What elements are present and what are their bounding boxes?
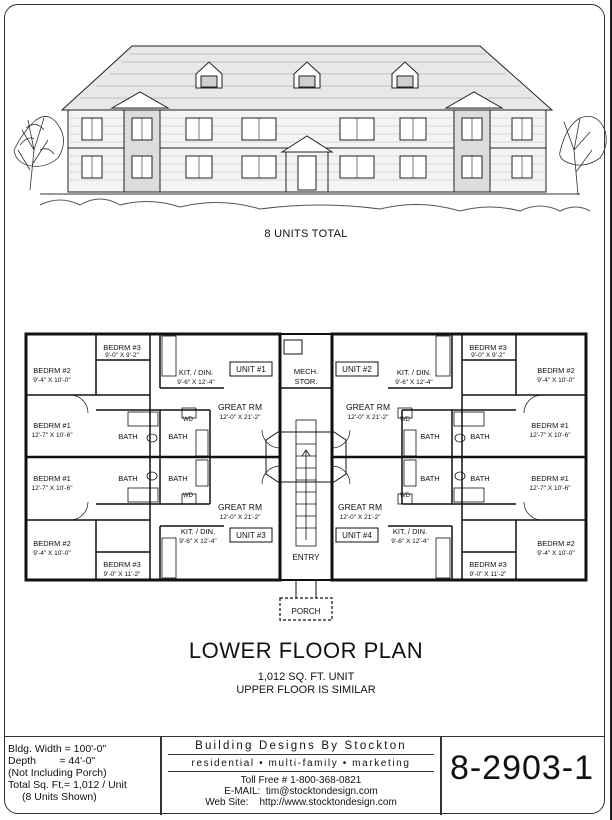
gable-right: [444, 91, 504, 109]
u4-bath-a: BATH: [420, 474, 439, 483]
u1-bedrm3: BEDRM #3: [103, 343, 141, 352]
tree-right: [559, 115, 607, 196]
stor-label: STOR.: [295, 377, 318, 386]
u4-great: GREAT RM: [338, 502, 382, 512]
u4-bath-b: BATH: [470, 474, 489, 483]
unit1-label: UNIT #1: [236, 365, 266, 374]
building-specs: Bldg. Width = 100'-0" Depth = 44'-0" (No…: [8, 743, 158, 803]
unit-size-note: 1,012 SQ. FT. UNIT: [257, 671, 355, 683]
u3-bedrm3: BEDRM #3: [103, 560, 141, 569]
shrubs: [39, 198, 591, 212]
company-name: Building Designs By Stockton: [168, 740, 434, 755]
tree-left: [13, 116, 64, 191]
u4-bedrm3-size: 9'-0" X 11'-2": [470, 571, 508, 578]
u3-bath-a: BATH: [118, 474, 137, 483]
porch-label: PORCH: [292, 607, 321, 616]
u2-wd: WD: [400, 417, 411, 423]
u1-great-size: 12'-0" X 21'-2": [219, 414, 261, 421]
u3-bedrm3-size: 9'-0" X 11'-2": [104, 571, 142, 578]
u2-great-size: 12'-0" X 21'-2": [347, 414, 389, 421]
bldg-depth: Depth = 44'-0": [8, 755, 96, 767]
title-block: Bldg. Width = 100'-0" Depth = 44'-0" (No…: [4, 736, 605, 815]
u2-kit: KIT. / DIN.: [397, 368, 431, 377]
u3-kit-size: 9'-6" X 12'-4": [179, 538, 217, 545]
u2-bedrm1-size: 12'-7" X 10'-6": [529, 432, 571, 439]
u1-bedrm3-size: 9'-0" X 9'-2": [105, 352, 140, 359]
porch: [279, 597, 333, 621]
u1-bedrm2: BEDRM #2: [33, 366, 71, 375]
u4-bedrm2-size: 9'-4" X 10'-0": [537, 550, 575, 557]
mech-label: MECH.: [294, 367, 318, 376]
u2-kit-size: 9'-6" X 12'-4": [395, 379, 433, 386]
not-including-porch: (Not Including Porch): [8, 767, 107, 779]
u1-bath-b: BATH: [168, 432, 187, 441]
u4-wd: WD: [400, 493, 411, 499]
gable-left: [110, 91, 170, 109]
u2-bath-b: BATH: [470, 432, 489, 441]
u1-bedrm1-size: 12'-7" X 10'-6": [31, 432, 73, 439]
front-elevation: [13, 45, 607, 212]
plan-number: 8-2903-1: [449, 749, 595, 787]
u2-bedrm2: BEDRM #2: [537, 366, 575, 375]
floor-plan: UNIT #1 UNIT #2 UNIT #3 UNIT #4 MECH. ST…: [24, 332, 588, 621]
dormers: [195, 61, 419, 89]
u1-bath-a: BATH: [118, 432, 137, 441]
u2-bedrm1: BEDRM #1: [531, 421, 569, 430]
u4-great-size: 12'-0" X 21'-2": [339, 514, 381, 521]
u3-bedrm2: BEDRM #2: [33, 539, 71, 548]
u3-kit: KIT. / DIN.: [181, 527, 215, 536]
u1-kit: KIT. / DIN.: [179, 368, 213, 377]
u2-bedrm2-size: 9'-4" X 10'-0": [537, 377, 575, 384]
company-info: Building Designs By Stockton residential…: [162, 740, 440, 808]
fixtures: [127, 335, 485, 579]
u3-great-size: 12'-0" X 21'-2": [219, 514, 261, 521]
entry-gable: [280, 135, 334, 153]
u3-bath-b: BATH: [168, 474, 187, 483]
bldg-width: Bldg. Width = 100'-0": [8, 743, 107, 755]
email-address[interactable]: E-MAIL: tim@stocktondesign.com: [224, 786, 378, 797]
company-tagline: residential • multi-family • marketing: [168, 758, 434, 772]
u3-wd: WD: [183, 493, 194, 499]
website-link[interactable]: Web Site: http://www.stocktondesign.com: [205, 797, 397, 808]
u3-bedrm2-size: 9'-4" X 10'-0": [33, 550, 71, 557]
u4-kit: KIT. / DIN.: [393, 527, 427, 536]
u1-wd: WD: [183, 417, 194, 423]
unit3-label: UNIT #3: [236, 531, 266, 540]
toll-free-number: Toll Free # 1-800-368-0821: [240, 775, 362, 786]
u2-bedrm3: BEDRM #3: [469, 343, 507, 352]
title-divider: [440, 737, 442, 815]
u1-bedrm2-size: 9'-4" X 10'-0": [33, 377, 71, 384]
u2-bedrm3-size: 9'-0" X 9'-2": [471, 352, 506, 359]
u4-bedrm2: BEDRM #2: [537, 539, 575, 548]
u4-kit-size: 9'-6" X 12'-4": [391, 538, 429, 545]
elevation-caption: 8 UNITS TOTAL: [264, 228, 348, 240]
u1-great: GREAT RM: [218, 402, 262, 412]
stairs: [295, 419, 317, 547]
entry-label: ENTRY: [293, 553, 321, 562]
u4-bedrm3: BEDRM #3: [469, 560, 507, 569]
unit2-label: UNIT #2: [342, 365, 372, 374]
entry-door: [297, 155, 317, 191]
u2-great: GREAT RM: [346, 402, 390, 412]
u1-kit-size: 9'-6" X 12'-4": [177, 379, 215, 386]
total-sq-ft: Total Sq. Ft.= 1,012 / Unit: [8, 779, 127, 791]
u1-bedrm1: BEDRM #1: [33, 421, 71, 430]
u4-bedrm1: BEDRM #1: [531, 474, 569, 483]
u3-bedrm1: BEDRM #1: [33, 474, 71, 483]
u3-bedrm1-size: 12'-7" X 10'-6": [31, 485, 73, 492]
u2-bath-a: BATH: [420, 432, 439, 441]
floor-plan-title: LOWER FLOOR PLAN: [188, 638, 424, 663]
upper-floor-note: UPPER FLOOR IS SIMILAR: [236, 684, 376, 696]
u3-great: GREAT RM: [218, 502, 262, 512]
title-divider: [160, 737, 162, 815]
u4-bedrm1-size: 12'-7" X 10'-6": [529, 485, 571, 492]
sheet-border: [4, 4, 605, 814]
unit4-label: UNIT #4: [342, 531, 372, 540]
units-shown: (8 Units Shown): [22, 791, 97, 803]
